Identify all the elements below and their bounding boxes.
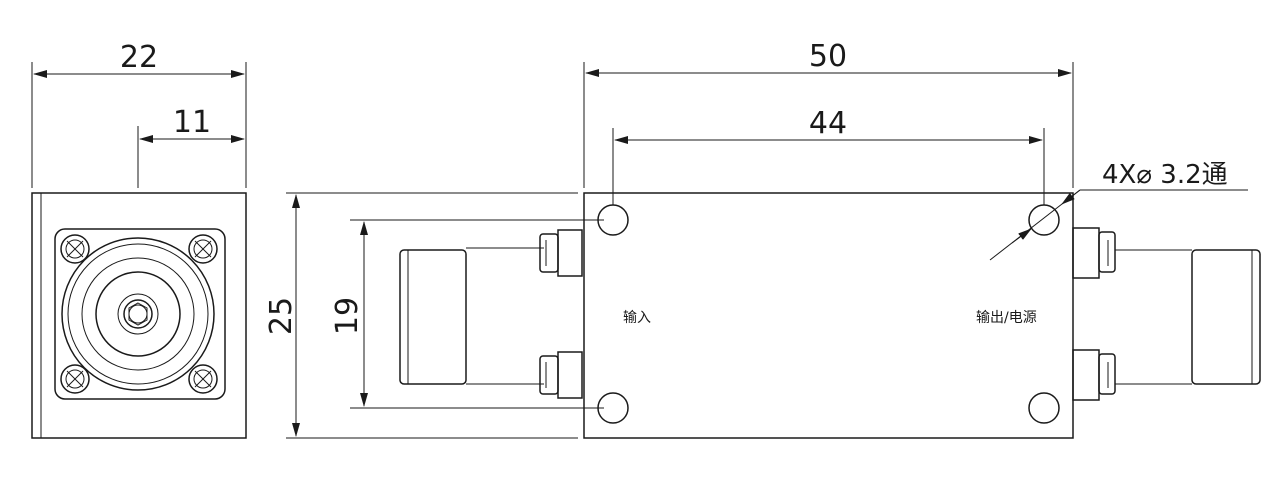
dimension-label-11: 11 xyxy=(173,105,211,140)
dimension-25: 25 xyxy=(264,192,578,439)
screw-icon xyxy=(188,234,218,264)
output-label: 输出/电源 xyxy=(976,310,1037,326)
dimension-19: 19 xyxy=(330,219,604,409)
dimension-label-22: 22 xyxy=(120,40,158,75)
hole-spec-label: 4X⌀ 3.2通 xyxy=(1102,160,1228,190)
screw-icon xyxy=(188,364,218,394)
front-view: 25 19 xyxy=(264,39,1261,439)
side-view: 22 11 xyxy=(31,40,247,439)
connector-pin xyxy=(128,302,148,326)
mounting-hole xyxy=(597,392,629,424)
connector-flange xyxy=(54,228,226,400)
input-connector xyxy=(399,229,583,399)
screw-icon xyxy=(60,364,90,394)
dimension-label-50: 50 xyxy=(809,39,847,74)
dimension-11: 11 xyxy=(137,105,245,188)
dimension-label-25: 25 xyxy=(264,297,299,335)
mounting-hole xyxy=(1028,392,1060,424)
main-body xyxy=(583,192,1074,439)
output-connector xyxy=(1072,227,1261,401)
screw-icon xyxy=(60,234,90,264)
hole-callout: 4X⌀ 3.2通 xyxy=(989,160,1248,261)
input-label: 输入 xyxy=(623,310,651,326)
dimension-22: 22 xyxy=(31,40,247,188)
dimension-50: 50 xyxy=(583,39,1074,188)
connector-outer-ring xyxy=(61,237,215,391)
dimension-44: 44 xyxy=(612,106,1045,205)
dimension-label-19: 19 xyxy=(330,297,365,335)
side-view-body xyxy=(31,192,247,439)
dimension-label-44: 44 xyxy=(809,106,847,141)
